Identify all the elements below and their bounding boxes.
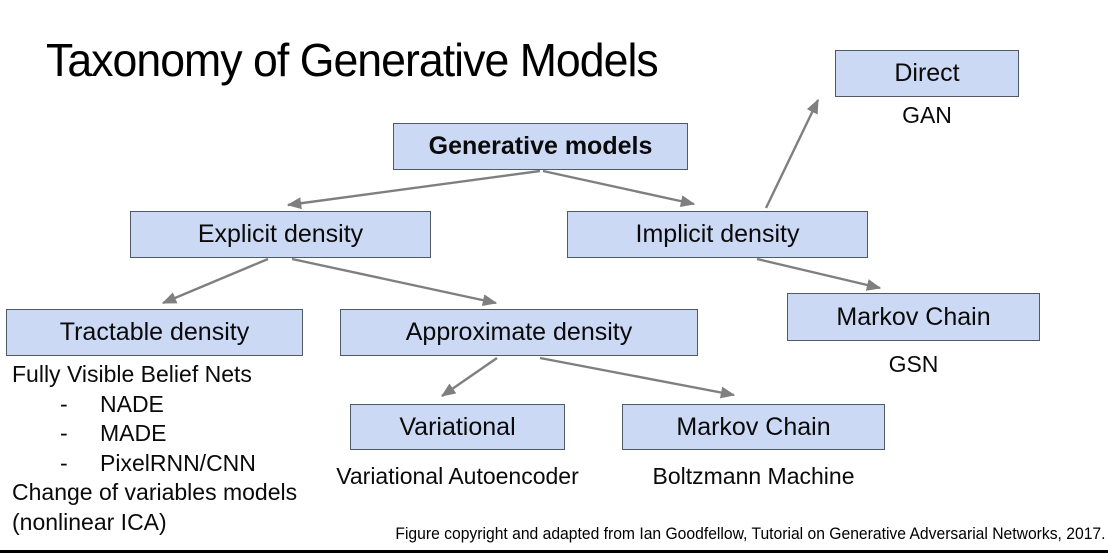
arrow-generative-to-implicit [542,169,696,208]
bottom-divider-line [0,550,1108,553]
notes-heading: Fully Visible Belief Nets [12,361,252,387]
arrow-implicit-to-markov-chain [756,257,882,291]
bullet-dash: - [60,449,68,476]
node-approximate-density: Approximate density [340,309,698,356]
node-variational: Variational [350,404,565,450]
arrow-approximate-to-variational [441,357,498,397]
notes-bullet-label: PixelRNN/CNN [100,449,256,476]
notes-bullet-label: MADE [100,420,167,446]
node-generative-models: Generative models [393,123,688,170]
bullet-dash: - [60,420,68,446]
notes-bullet-nade: - NADE [12,390,297,420]
sublabel-boltzmann-machine: Boltzmann Machine [652,463,855,489]
node-direct: Direct [835,50,1019,97]
arrow-generative-to-explicit [286,169,541,210]
sublabel-gan: GAN [902,102,952,128]
arrow-implicit-to-direct [764,98,820,209]
node-tractable-density: Tractable density [6,309,303,356]
notes-bullet-pixelrnn-cnn: - PixelRNN/CNN [12,449,297,479]
node-explicit-density: Explicit density [130,211,431,258]
notes-bullet-made: - MADE [12,419,297,449]
arrow-explicit-to-approximate [291,257,498,307]
page-title: Taxonomy of Generative Models [46,34,659,86]
notes-tail-line: (nonlinear ICA) [12,508,167,535]
arrow-explicit-to-tractable [161,257,269,305]
node-implicit-density: Implicit density [567,211,868,258]
tractable-density-notes: Fully Visible Belief Nets - NADE - MADE - P… [12,360,297,537]
copyright-caption: Figure copyright and adapted from Ian Go… [394,525,1105,543]
bullet-dash: - [60,390,68,417]
node-markov-chain-gsn: Markov Chain [787,293,1040,341]
notes-tail-line: Change of variables models [12,479,298,505]
node-markov-chain-boltzmann: Markov Chain [622,404,885,450]
notes-bullet-label: NADE [100,390,164,417]
arrow-approximate-to-markov-chain [539,356,736,399]
sublabel-gsn: GSN [888,351,939,377]
sublabel-variational-autoencoder: Variational Autoencoder [336,463,579,489]
